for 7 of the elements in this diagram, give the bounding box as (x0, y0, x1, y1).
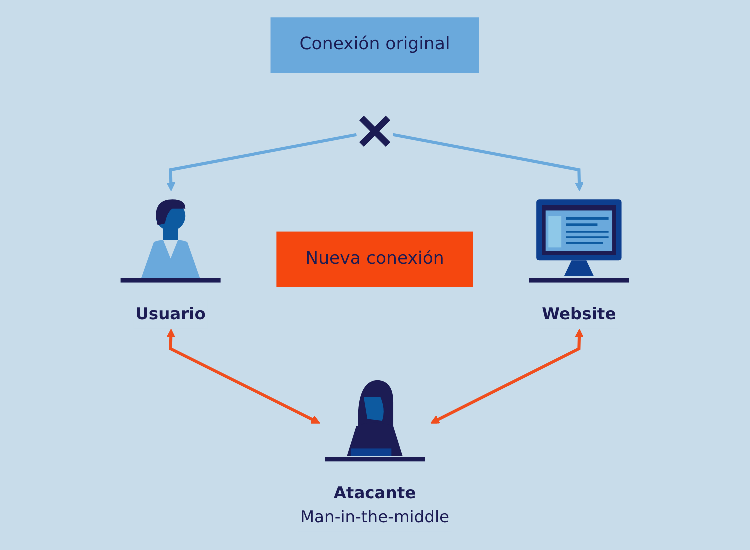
label-box: Conexión original (270, 18, 480, 73)
arrow (166, 133, 357, 192)
label-box: Nueva conexión (276, 232, 474, 288)
node-cross (356, 113, 394, 150)
arrow (166, 329, 320, 424)
arrow (393, 133, 584, 192)
arrow (430, 329, 584, 424)
